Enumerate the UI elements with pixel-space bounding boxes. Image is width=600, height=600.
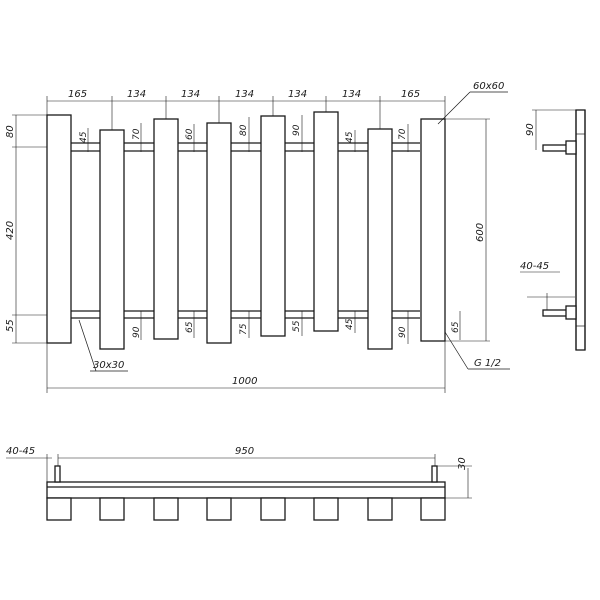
tube-4 <box>206 122 232 344</box>
side-lower-connector <box>542 309 568 317</box>
bottom-valve-range-label: 40-45 <box>6 446 35 457</box>
bottom-stub-6 <box>313 497 339 521</box>
tube-7 <box>367 128 393 350</box>
side-lower-nut <box>565 305 577 320</box>
bottom-offset-2: 65 <box>185 321 195 333</box>
bottom-offset-6: 90 <box>398 326 408 338</box>
left-dim-top: 80 <box>5 125 16 138</box>
bottom-stub-2 <box>99 497 125 521</box>
thread-callout: G 1/2 <box>444 331 510 370</box>
spacing-label-4: 134 <box>235 89 254 100</box>
bottom-offset-1: 90 <box>132 326 142 338</box>
tube-8 <box>420 118 446 342</box>
tube-section-label: 60x60 <box>473 81 504 92</box>
thread-label: G 1/2 <box>474 358 501 369</box>
side-upper-nut <box>565 140 577 155</box>
spacing-label-6: 134 <box>342 89 361 100</box>
bottom-stub-3 <box>153 497 179 521</box>
top-rail <box>70 142 420 152</box>
bottom-view: 950 40-45 30 <box>6 446 472 521</box>
side-valve-range-label: 40-45 <box>520 261 549 272</box>
top-offset-7: 70 <box>398 128 408 140</box>
front-view: 165 134 134 134 134 134 165 45 70 60 80 … <box>5 81 510 393</box>
bottom-offset-labels: 90 65 75 55 45 90 65 <box>132 318 461 338</box>
tube-3 <box>153 118 179 340</box>
total-height-label: 600 <box>475 223 486 242</box>
tube-1 <box>46 114 72 344</box>
tube-5 <box>260 115 286 337</box>
top-dimension-chain: 165 134 134 134 134 134 165 <box>46 89 446 130</box>
side-upper-connector <box>542 144 568 152</box>
tube-section-callout: 60x60 <box>437 81 508 125</box>
bottom-stub-8 <box>420 497 446 521</box>
top-offset-6: 45 <box>345 131 355 143</box>
side-tube <box>575 109 586 351</box>
top-offset-2: 70 <box>132 128 142 140</box>
tube-2 <box>99 129 125 350</box>
spacing-label-5: 134 <box>288 89 307 100</box>
top-offset-5: 90 <box>292 124 302 136</box>
bottom-stub-5 <box>260 497 286 521</box>
right-height-dimension: 600 <box>445 118 490 342</box>
rail-section-label: 30x30 <box>93 360 124 371</box>
spacing-label-2: 134 <box>127 89 146 100</box>
bottom-stub-7 <box>367 497 393 521</box>
bottom-offset-4: 55 <box>292 320 302 332</box>
bottom-stub-4 <box>206 497 232 521</box>
bottom-offset-5: 45 <box>345 318 355 330</box>
bottom-valve-height-label: 30 <box>457 457 468 470</box>
left-dim-bottom: 55 <box>5 319 16 332</box>
bottom-length-label: 950 <box>235 446 254 457</box>
bottom-offset-7: 65 <box>451 321 461 333</box>
left-dimension-chain: 80 420 55 <box>5 114 47 344</box>
total-width-dimension: 1000 <box>46 341 446 393</box>
top-offset-4: 80 <box>239 124 249 136</box>
bottom-stub-1 <box>46 497 72 521</box>
bottom-valve-left <box>54 465 61 483</box>
bottom-valve-right <box>431 465 438 483</box>
total-width-label: 1000 <box>232 376 257 387</box>
bottom-rail <box>70 310 420 319</box>
top-offset-1: 45 <box>79 131 89 143</box>
spacing-label-7: 165 <box>401 89 420 100</box>
left-dim-mid: 420 <box>5 221 16 240</box>
tube-6 <box>313 111 339 332</box>
spacing-label-1: 165 <box>68 89 87 100</box>
bottom-offset-3: 75 <box>239 323 249 335</box>
bottom-body <box>46 481 446 499</box>
top-offset-labels: 45 70 60 80 90 45 70 <box>79 124 408 143</box>
spacing-label-3: 134 <box>181 89 200 100</box>
side-view: 90 40-45 <box>520 109 586 351</box>
rail-section-callout: 30x30 <box>78 319 128 372</box>
top-offset-3: 60 <box>185 128 195 140</box>
side-upper-offset-label: 90 <box>525 123 536 136</box>
